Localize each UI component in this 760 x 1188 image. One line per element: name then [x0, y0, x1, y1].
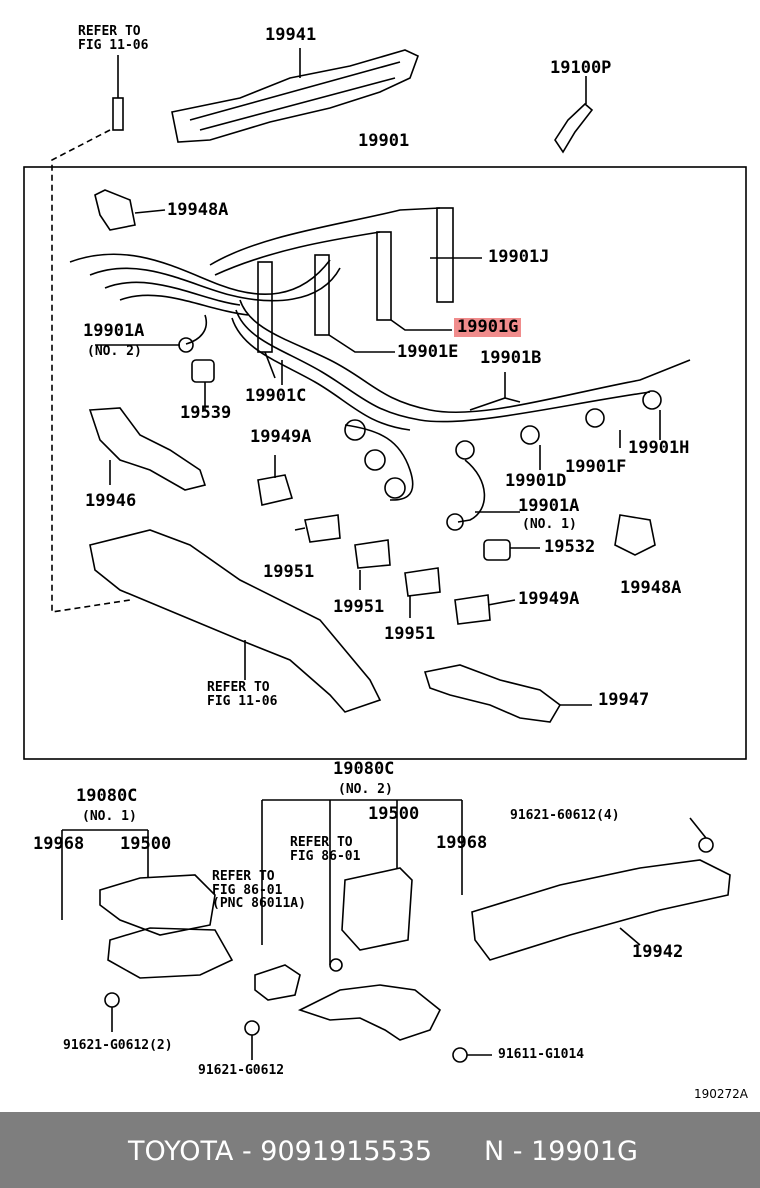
label-no2-mid: (NO. 2): [338, 782, 393, 797]
label-19100p: 19100P: [550, 58, 612, 78]
parts-diagram: REFER TO FIG 11-06 19941 19100P 19901 19…: [23, 24, 749, 1101]
footer-part-number: TOYOTA - 9091915535: [128, 1136, 433, 1167]
label-19901g-highlighted: 19901G: [454, 318, 522, 337]
stud-bolt: [112, 97, 124, 131]
bracket-19947: [423, 664, 562, 723]
footer-part-code: N - 19901G: [484, 1136, 638, 1167]
label-19951-a: 19951: [263, 562, 315, 582]
bracket-19968-mid: [297, 984, 442, 1041]
label-19947: 19947: [598, 690, 650, 710]
label-19500-left: 19500: [120, 834, 172, 854]
dashed-ref-line: [51, 129, 131, 613]
diagram-drawing: [23, 48, 747, 1063]
label-19941: 19941: [265, 25, 317, 45]
label-19942: 19942: [632, 942, 684, 962]
clip-19948a-top: [94, 189, 136, 231]
footer-bar: TOYOTA - 9091915535 N - 19901G: [0, 1112, 760, 1188]
label-19968-right: 19968: [436, 833, 488, 853]
label-19901e: 19901E: [397, 342, 459, 362]
clamp-19949a-left: [257, 474, 294, 506]
label-19901c: 19901C: [245, 386, 307, 406]
cover-lower: [89, 529, 382, 713]
ignition-coil-mid: [341, 867, 413, 951]
label-refer-bottom: REFER TO FIG 11-06: [207, 680, 278, 709]
label-19500-mid: 19500: [368, 804, 420, 824]
bolt-left: [104, 992, 120, 1008]
end-19901a-no1: [446, 513, 464, 531]
label-19901j: 19901J: [488, 247, 550, 267]
label-19901b: 19901B: [480, 348, 542, 368]
label-19532: 19532: [544, 537, 596, 557]
label-19948a-top: 19948A: [167, 200, 229, 220]
label-bolt-g0612: 91621-G0612: [198, 1063, 285, 1078]
ignition-coil-left: [99, 874, 216, 936]
label-19951-b: 19951: [333, 597, 385, 617]
label-19901d: 19901D: [505, 471, 567, 491]
boot-19901g: [376, 231, 392, 321]
label-19080c-top: 19080C: [333, 759, 395, 779]
grommet-19539: [191, 359, 215, 383]
assembly-frame: [23, 166, 747, 760]
label-19951-c: 19951: [384, 624, 436, 644]
bolt-g1014: [452, 1047, 468, 1063]
label-19901f: 19901F: [565, 457, 627, 477]
label-19948a-right: 19948A: [620, 578, 682, 598]
wire-lower-1: [239, 299, 691, 414]
wire-1: [69, 253, 331, 295]
clamp-19951-c: [404, 567, 441, 597]
label-19949a-left: 19949A: [250, 427, 312, 447]
grommet-19532: [483, 539, 511, 561]
label-19901h: 19901H: [628, 438, 690, 458]
label-19968-left: 19968: [33, 834, 85, 854]
label-refer-86-mid: REFER TO FIG 86-01: [290, 835, 361, 864]
label-19539: 19539: [180, 403, 232, 423]
label-no1-left: (NO. 1): [82, 809, 137, 824]
catalog-number: 190272A: [694, 1087, 749, 1101]
clamp-19951-a: [304, 514, 341, 543]
label-bolt-g1014: 91611-G1014: [498, 1047, 585, 1062]
label-19901a-right: 19901A: [518, 496, 580, 516]
cover-19941: [171, 49, 420, 143]
clamp-19949a-right: [454, 594, 491, 625]
label-no1-right: (NO. 1): [522, 517, 577, 532]
bracket-19968-left: [107, 927, 234, 979]
label-19901a-left: 19901A: [83, 321, 145, 341]
clamp-19951-b: [354, 539, 391, 569]
label-19949a-right: 19949A: [518, 589, 580, 609]
bolt-mid: [244, 1020, 260, 1036]
label-19080c-left: 19080C: [76, 786, 138, 806]
cover-19942: [471, 859, 731, 961]
boot-19901e: [314, 254, 330, 336]
clip-19948a-right: [614, 514, 656, 556]
bracket-19946: [88, 407, 207, 491]
spark-plug: [554, 102, 594, 154]
boot-19901j: [436, 207, 454, 303]
label-19901: 19901: [358, 131, 410, 151]
label-no2-left: (NO. 2): [87, 344, 142, 359]
label-refer-86-left: REFER TO FIG 86-01 (PNC 86011A): [212, 869, 306, 912]
label-bolt-g0612-2: 91621-G0612(2): [63, 1038, 173, 1053]
end-19901a-no2: [178, 337, 194, 353]
label-refer-top: REFER TO FIG 11-06: [78, 24, 149, 53]
label-19946: 19946: [85, 491, 137, 511]
sensor-86011a: [254, 964, 301, 1001]
label-bolt-60612: 91621-60612(4): [510, 808, 620, 823]
